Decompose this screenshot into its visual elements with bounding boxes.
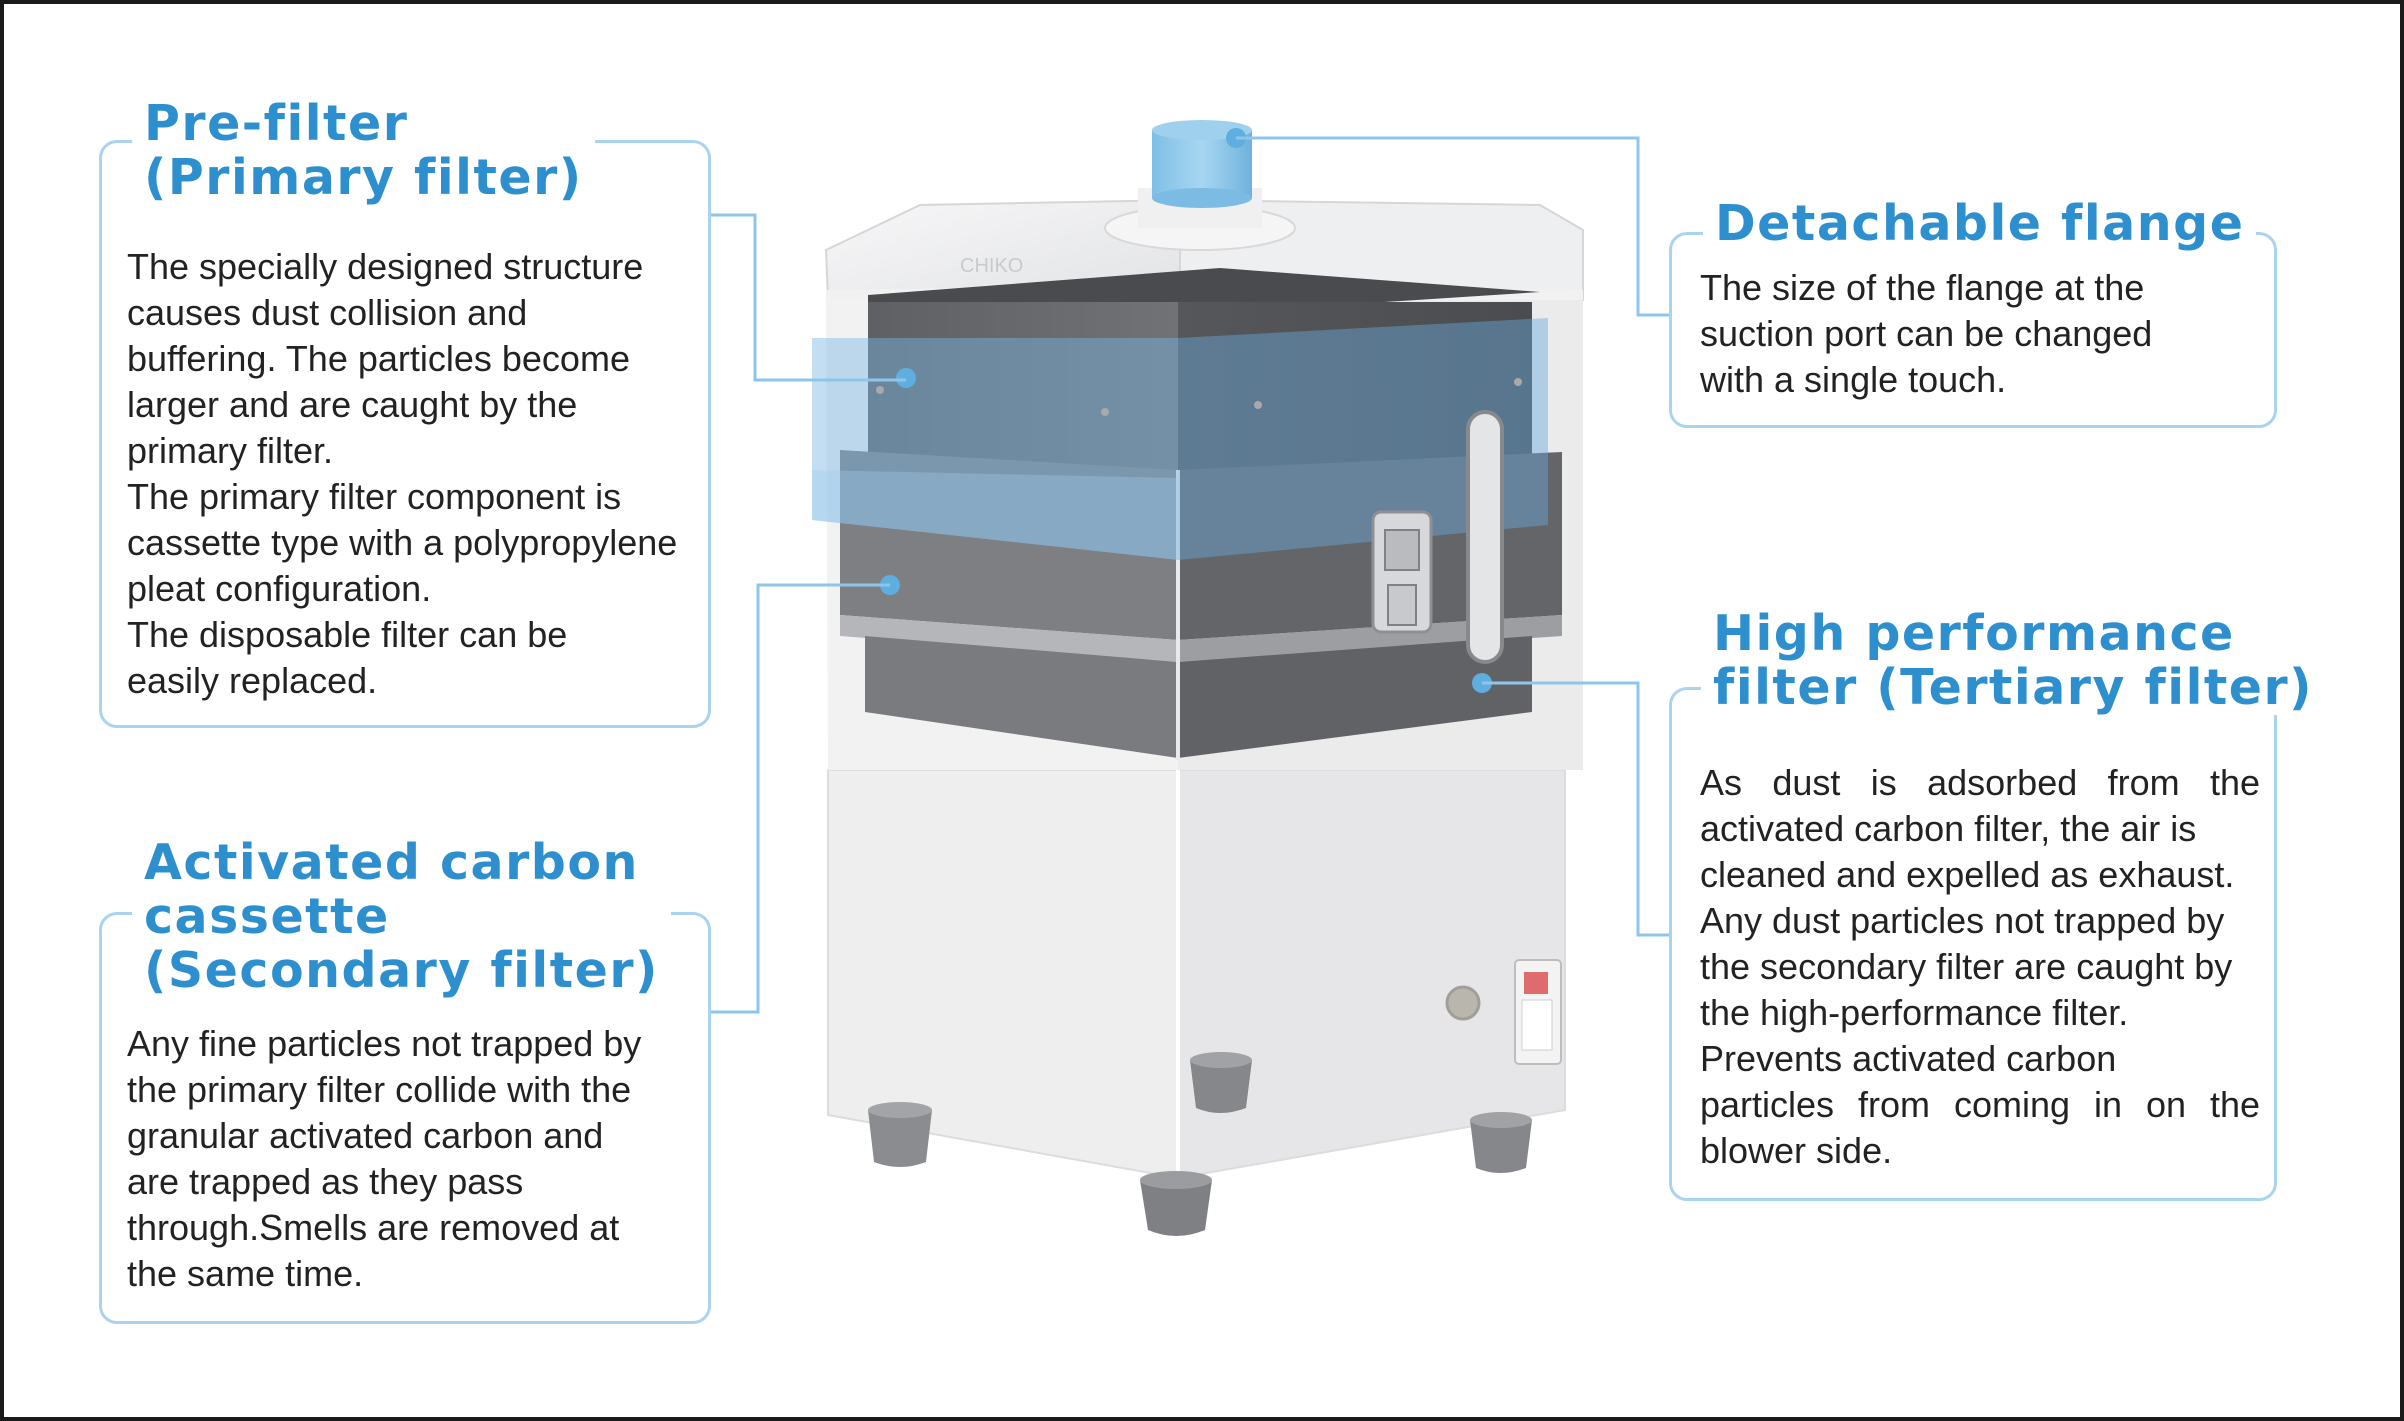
- flange-description: The size of the flange at the suction po…: [1700, 265, 2240, 403]
- heading-line: (Primary filter): [144, 149, 583, 206]
- text-line: The specially designed structure: [127, 246, 644, 287]
- text-line: with a single touch.: [1700, 359, 2007, 400]
- hepa-filter-box: [865, 470, 1532, 760]
- text-line: the high-performance filter.: [1700, 992, 2129, 1033]
- text-line: the primary filter collide with the: [127, 1069, 632, 1110]
- text-line: the same time.: [127, 1253, 364, 1294]
- text-line: The size of the flange at the: [1700, 267, 2145, 308]
- heading-line: filter (Tertiary filter): [1713, 659, 2314, 716]
- text-line: granular activated carbon and: [127, 1115, 604, 1156]
- text-line: The primary filter component is: [127, 476, 622, 517]
- text-line: primary filter.: [127, 430, 334, 471]
- heading-line: High performance: [1713, 605, 2235, 662]
- carbon-description: Any fine particles not trapped by the pr…: [127, 1021, 687, 1297]
- text-line: through.Smells are removed at: [127, 1207, 620, 1248]
- text-line: easily replaced.: [127, 660, 378, 701]
- text-line: larger and are caught by the: [127, 384, 578, 425]
- heading-line: Detachable flange: [1715, 195, 2245, 252]
- pre-filter-heading: Pre-filter (Primary filter): [132, 97, 595, 205]
- control-panel: [1445, 959, 1562, 1065]
- heading-line: Activated carbon: [144, 834, 639, 891]
- text-line: cleaned and expelled as exhaust.: [1700, 854, 2235, 895]
- pre-filter-description: The specially designed structure causes …: [127, 244, 682, 704]
- machine-feet: [868, 1052, 1532, 1236]
- carbon-heading: Activated carbon cassette (Secondary fil…: [132, 836, 671, 998]
- heading-line: (Secondary filter): [144, 942, 659, 999]
- housing-lower: [827, 740, 1566, 1180]
- text-line: Any fine particles not trapped by: [127, 1023, 642, 1064]
- callout-high-performance-filter: [1669, 687, 2277, 1201]
- text-line: particles from coming in on the: [1700, 1084, 2260, 1125]
- text-line: buffering. The particles become: [127, 338, 630, 379]
- primary-filter-highlight: [812, 318, 1548, 560]
- flange-heading: Detachable flange: [1703, 195, 2257, 252]
- hepa-description: As dust is adsorbed from the activated c…: [1700, 760, 2260, 1174]
- hepa-heading: High performance filter (Tertiary filter…: [1701, 605, 2326, 716]
- heading-line: cassette: [144, 888, 390, 945]
- text-line: activated carbon filter, the air is: [1700, 808, 2197, 849]
- text-line: As dust is adsorbed from the: [1700, 762, 2260, 803]
- callout-detachable-flange: [1669, 232, 2277, 428]
- text-line: suction port can be changed: [1700, 313, 2153, 354]
- text-line: causes dust collision and: [127, 292, 528, 333]
- suction-port-flange: [1104, 120, 1296, 251]
- text-line: Prevents activated carbon: [1700, 1038, 2117, 1079]
- svg-text:CHIKO: CHIKO: [960, 255, 1023, 277]
- heading-line: Pre-filter: [144, 95, 409, 152]
- latch-and-handle: [1371, 410, 1504, 664]
- text-line: Any dust particles not trapped by: [1700, 900, 2225, 941]
- text-line: cassette type with a polypropylene: [127, 522, 678, 563]
- text-line: pleat configuration.: [127, 568, 432, 609]
- callout-pre-filter: [99, 140, 711, 728]
- text-line: are trapped as they pass: [127, 1161, 524, 1202]
- text-line: the secondary filter are caught by: [1700, 946, 2233, 987]
- text-line: blower side.: [1700, 1130, 1893, 1171]
- primary-filter-box: [868, 268, 1540, 480]
- text-line: The disposable filter can be: [127, 614, 568, 655]
